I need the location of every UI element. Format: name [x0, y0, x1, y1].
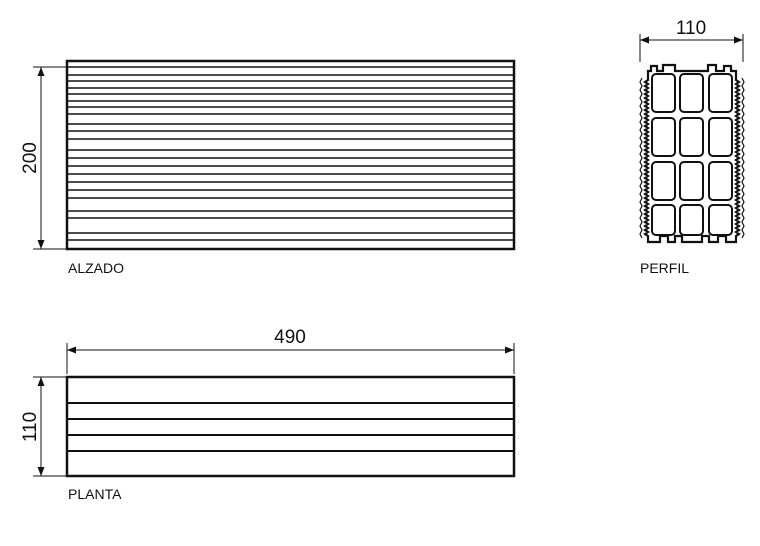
alzado-view: 200 ALZADO	[20, 59, 516, 276]
planta-length-dimension: 490	[66, 327, 515, 374]
perfil-cell	[651, 204, 676, 236]
perfil-cells	[651, 73, 733, 236]
perfil-view: 110 PERFIL	[639, 18, 745, 276]
planta-outline	[65, 375, 516, 478]
alzado-label: ALZADO	[68, 260, 124, 276]
planta-width-dimension: 110	[20, 376, 67, 477]
alzado-height-dimension: 200	[20, 66, 67, 250]
perfil-cell	[679, 73, 704, 113]
perfil-cell	[708, 117, 733, 157]
perfil-width-dimension: 110	[639, 18, 744, 62]
alzado-grooves	[67, 66, 514, 241]
perfil-cell	[651, 117, 676, 157]
alzado-height-value: 200	[20, 142, 41, 174]
perfil-outline	[639, 63, 745, 244]
perfil-cell	[651, 161, 676, 201]
planta-view: 490 110 PLANTA	[20, 327, 516, 502]
perfil-cell	[651, 73, 676, 113]
perfil-cell	[708, 161, 733, 201]
planta-label: PLANTA	[68, 486, 122, 502]
perfil-cell	[708, 204, 733, 236]
planta-width-value: 110	[20, 412, 41, 442]
perfil-cell	[679, 204, 704, 236]
planta-length-value: 490	[274, 327, 306, 348]
perfil-cell	[679, 161, 704, 201]
perfil-cell	[708, 73, 733, 113]
alzado-outline	[65, 59, 516, 251]
perfil-label: PERFIL	[640, 260, 689, 276]
perfil-width-value: 110	[676, 18, 706, 39]
perfil-cell	[679, 117, 704, 157]
